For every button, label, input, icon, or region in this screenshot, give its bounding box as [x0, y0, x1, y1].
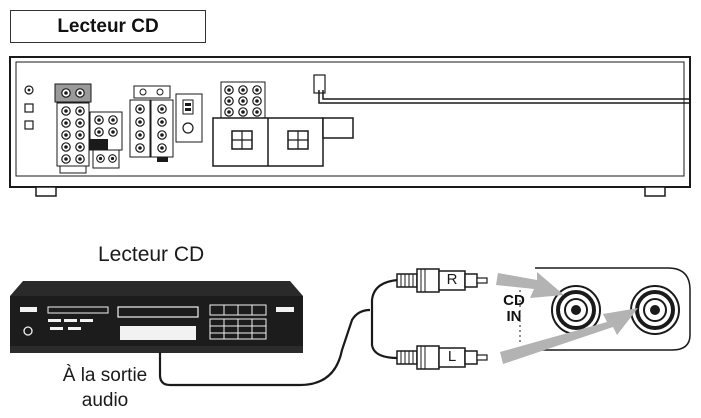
plug-left-label: L	[447, 348, 457, 365]
receiver-title-box: Lecteur CD	[10, 10, 206, 43]
receiver-back-panel	[9, 56, 691, 197]
cd-in-line2: IN	[506, 308, 522, 325]
connection-arrows	[496, 272, 638, 364]
cd-in-highlight	[54, 83, 92, 103]
jack-right	[551, 285, 601, 335]
plug-right-label: R	[446, 271, 458, 288]
audio-output-line2: audio	[81, 390, 129, 411]
plug-left	[396, 345, 488, 370]
audio-output-line1: À la sortie	[62, 365, 148, 386]
cd-in-label: CD IN	[500, 293, 528, 325]
cd-player	[10, 281, 303, 353]
receiver-title: Lecteur CD	[57, 15, 159, 37]
plug-right	[396, 268, 488, 293]
jack-left	[630, 285, 680, 335]
cd-in-line1: CD	[503, 292, 525, 309]
player-title: Lecteur CD	[98, 243, 205, 266]
cd-in-jack-panel	[519, 267, 691, 351]
audio-output-label: À la sortie audio	[30, 363, 180, 413]
audio-cable	[158, 278, 399, 387]
